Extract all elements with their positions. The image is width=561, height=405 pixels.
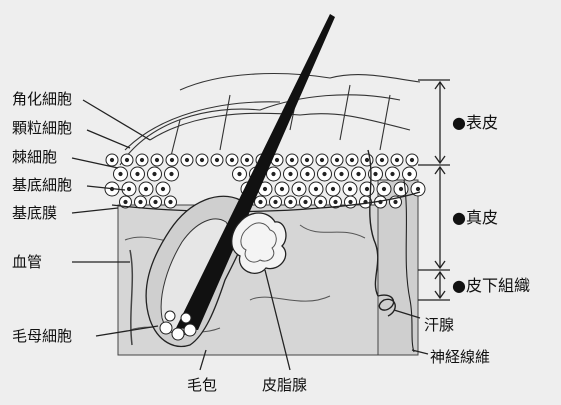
label-hair-follicle: 毛包 [187, 376, 217, 394]
epidermis-cell-nucleus [365, 187, 368, 190]
epidermis-cell-nucleus [349, 200, 352, 203]
epidermis-cell-nucleus [154, 200, 157, 203]
epidermis-cell-nucleus [331, 187, 334, 190]
label-blood-vessel: 血管 [12, 253, 42, 271]
epidermis-cell-nucleus [245, 158, 248, 161]
label-spinous-cell: 棘細胞 [12, 148, 57, 166]
right-labels: 汗腺 神経線維 [424, 316, 490, 366]
epidermis-cell-nucleus [304, 200, 307, 203]
epidermis-cell-nucleus [323, 172, 326, 175]
layer-labels: ●表皮 ●真皮 ●皮下組織 [452, 113, 530, 295]
epidermis-cell-nucleus [380, 158, 383, 161]
epidermis-cell-nucleus [314, 187, 317, 190]
epidermis-cell-nucleus [230, 158, 233, 161]
epidermis-cell-nucleus [320, 158, 323, 161]
epidermis-cell-nucleus [348, 187, 351, 190]
epidermis-cell-nucleus [124, 200, 127, 203]
epidermis-cell-nucleus [280, 187, 283, 190]
label-basement-membrane: 基底膜 [12, 204, 57, 222]
epidermis-cell-nucleus [297, 187, 300, 190]
epidermis-cell-nucleus [169, 200, 172, 203]
epidermis-cell-nucleus [238, 172, 241, 175]
epidermis-cell-nucleus [416, 187, 419, 190]
epidermis-cell-nucleus [127, 187, 130, 190]
epidermis-cell-nucleus [170, 172, 173, 175]
epidermis-cell-nucleus [306, 172, 309, 175]
epidermis-cell-nucleus [140, 158, 143, 161]
epidermis-cell-nucleus [263, 187, 266, 190]
epidermis-cell-nucleus [155, 158, 158, 161]
epidermis-cell-nucleus [289, 172, 292, 175]
epidermis-cell-nucleus [274, 200, 277, 203]
epidermis-cell-nucleus [136, 172, 139, 175]
label-epidermis: ●表皮 [452, 113, 498, 132]
epidermis-cell-nucleus [139, 200, 142, 203]
epidermis-cell-nucleus [335, 158, 338, 161]
left-labels: 角化細胞 顆粒細胞 棘細胞 基底細胞 基底膜 血管 毛母細胞 [12, 90, 72, 345]
label-hair-matrix-cell: 毛母細胞 [12, 327, 72, 345]
epidermis-cell-nucleus [410, 158, 413, 161]
label-subcutaneous-tissue: ●皮下組織 [452, 276, 530, 295]
epidermis-cell-nucleus [259, 200, 262, 203]
epidermis-cell-nucleus [357, 172, 360, 175]
label-dermis: ●真皮 [452, 208, 498, 227]
label-granular-cell: 顆粒細胞 [12, 119, 72, 137]
epidermis-cell-nucleus [374, 172, 377, 175]
epidermis-cell-nucleus [170, 158, 173, 161]
bottom-labels: 毛包 皮脂腺 [187, 376, 307, 394]
label-basal-cell: 基底細胞 [12, 176, 72, 194]
epidermis-cell-nucleus [350, 158, 353, 161]
epidermis-cell-nucleus [153, 172, 156, 175]
label-keratinocyte: 角化細胞 [12, 90, 72, 108]
epidermis-cell-nucleus [215, 158, 218, 161]
epidermis-cell-nucleus [340, 172, 343, 175]
epidermis-cell-nucleus [272, 172, 275, 175]
epidermis-cell-nucleus [125, 158, 128, 161]
epidermis-cell-nucleus [319, 200, 322, 203]
epidermis-cell-nucleus [391, 172, 394, 175]
epidermis-cell-nucleus [161, 187, 164, 190]
epidermis-cell-nucleus [365, 158, 368, 161]
epidermis-cell-nucleus [305, 158, 308, 161]
epidermis-cell-nucleus [110, 158, 113, 161]
epidermis-cell-nucleus [334, 200, 337, 203]
epidermis-cell-nucleus [275, 158, 278, 161]
label-sebaceous-gland: 皮脂腺 [262, 376, 307, 394]
epidermis-cell-nucleus [119, 172, 122, 175]
epidermis-cell-nucleus [144, 187, 147, 190]
epidermis-cell-nucleus [394, 200, 397, 203]
epidermis-cell-nucleus [290, 158, 293, 161]
epidermis-cell-nucleus [382, 187, 385, 190]
epidermis-cell-nucleus [395, 158, 398, 161]
epidermis-cell-nucleus [408, 172, 411, 175]
epidermis-cell-nucleus [185, 158, 188, 161]
epidermis-cell-nucleus [399, 187, 402, 190]
sebaceous-gland [232, 213, 286, 273]
label-nerve-fiber: 神経線維 [430, 348, 490, 366]
label-sweat-gland: 汗腺 [424, 316, 454, 334]
epidermis-cell-nucleus [200, 158, 203, 161]
epidermis-cell-nucleus [289, 200, 292, 203]
